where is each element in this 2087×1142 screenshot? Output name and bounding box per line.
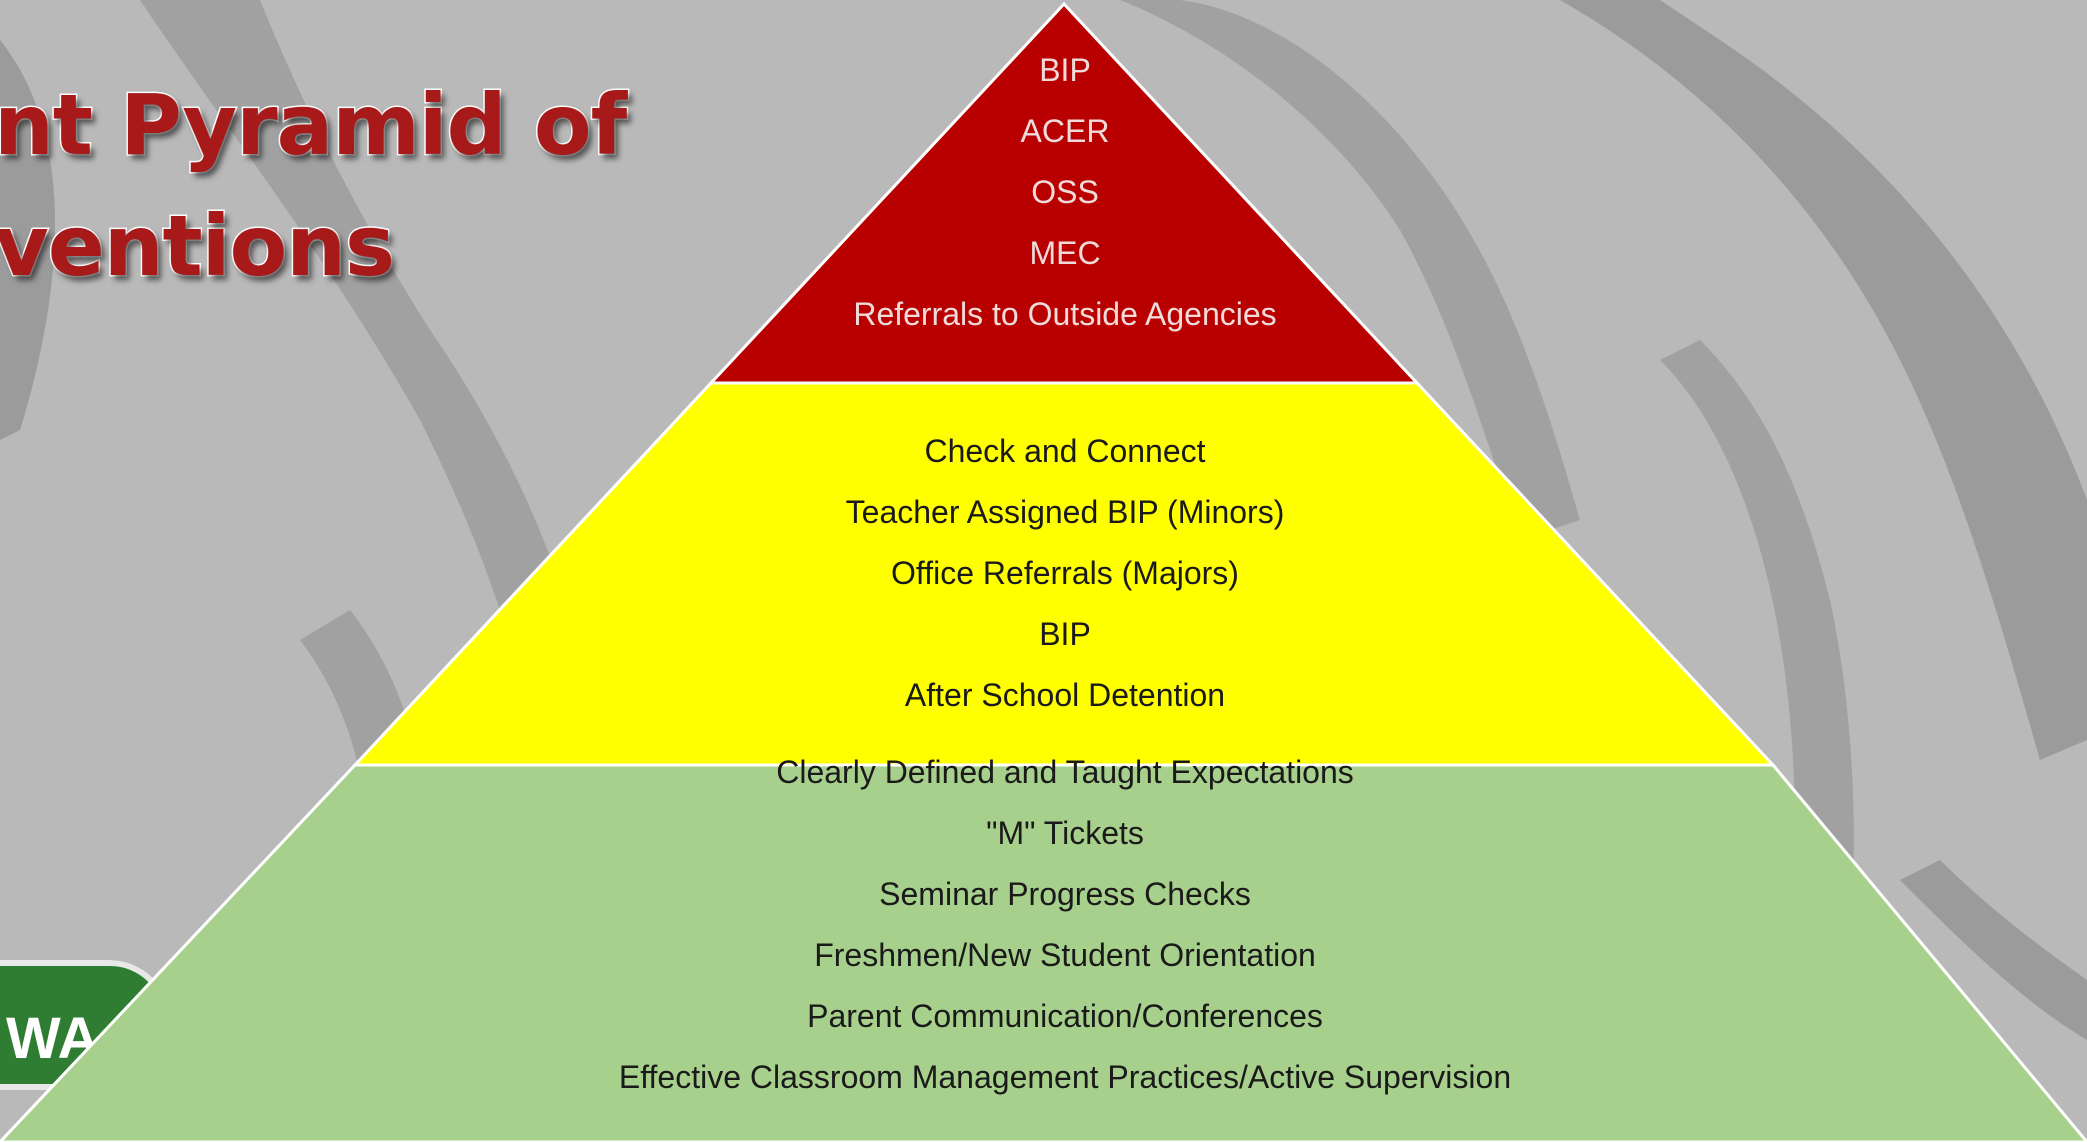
- pyramid-tier-top: [707, 1, 1421, 385]
- slide-title-line-2: ventions: [0, 196, 396, 297]
- tier-base-item: Parent Communication/Conferences: [807, 998, 1323, 1034]
- tier-top-item: MEC: [1029, 235, 1101, 271]
- tier-top-item: ACER: [1020, 113, 1110, 149]
- slide-title-line-1: nt Pyramid of: [0, 75, 629, 176]
- tier-middle-item: Check and Connect: [924, 433, 1206, 469]
- tier-middle-item: Teacher Assigned BIP (Minors): [845, 494, 1285, 530]
- tier-base-item: Clearly Defined and Taught Expectations: [776, 754, 1354, 790]
- tier-base-item: "M" Tickets: [986, 815, 1144, 851]
- tier-base-item: Seminar Progress Checks: [879, 876, 1251, 912]
- tier-middle-item: Office Referrals (Majors): [891, 555, 1239, 591]
- tier-base-item: Effective Classroom Management Practices…: [618, 1059, 1512, 1095]
- tier-top-item: BIP: [1039, 52, 1091, 88]
- tier-middle-item: BIP: [1039, 616, 1091, 652]
- tier-top-list: BIP ACER OSS MEC Referrals to Outside Ag…: [0, 40, 2087, 345]
- tier-base-item: Freshmen/New Student Orientation: [814, 937, 1316, 973]
- tier-top-item: Referrals to Outside Agencies: [853, 296, 1277, 332]
- tier-middle-list: Check and Connect Teacher Assigned BIP (…: [0, 421, 2087, 726]
- tier-base-list: Clearly Defined and Taught Expectations …: [0, 742, 2087, 1108]
- tier-top-item: OSS: [1031, 174, 1099, 210]
- tier-middle-item: After School Detention: [904, 677, 1226, 713]
